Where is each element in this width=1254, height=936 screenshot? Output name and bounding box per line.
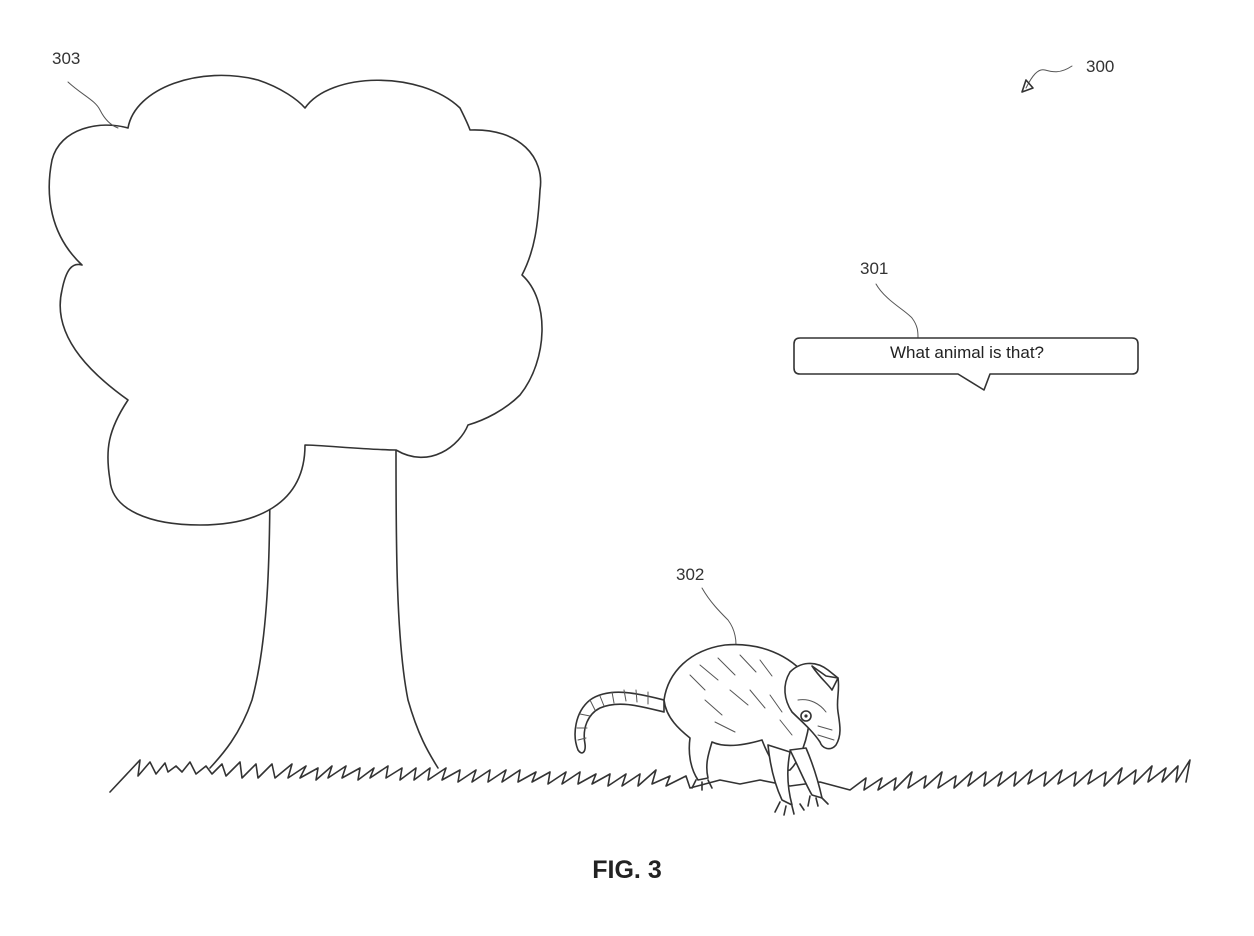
possum: [574, 643, 841, 816]
reference-label-300: 300: [1086, 57, 1115, 76]
speech-bubble-text: What animal is that?: [889, 343, 1044, 362]
possum-head: [784, 662, 841, 750]
leader-line-303: [67, 81, 119, 129]
reference-label-301: 301: [860, 259, 889, 278]
reference-label-302: 302: [676, 565, 705, 584]
arrow-300: [1021, 65, 1073, 93]
leader-line-302: [701, 587, 737, 646]
grass-line: [109, 759, 1191, 793]
figure-caption: FIG. 3: [592, 856, 662, 884]
possum-front-legs: [767, 744, 793, 806]
leader-line-301: [875, 283, 919, 339]
tree-trunk: [209, 449, 439, 769]
speech-bubble-outline: [793, 337, 1139, 391]
possum-tail: [574, 691, 665, 754]
reference-label-303: 303: [52, 49, 81, 68]
tree-canopy: [48, 74, 543, 526]
